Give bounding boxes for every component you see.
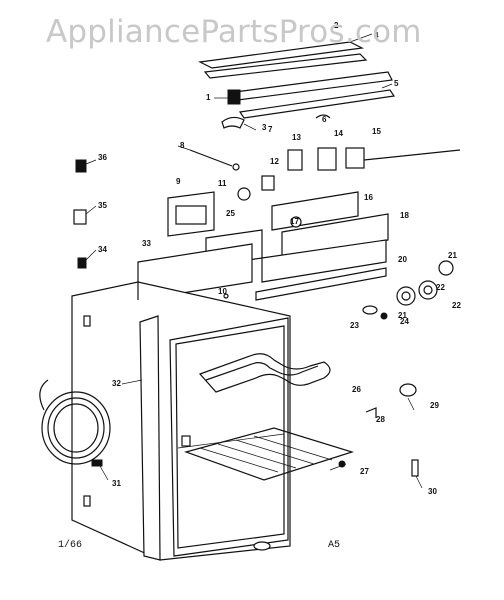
callout-22a: 22 — [452, 301, 461, 310]
callout-26: 26 — [352, 385, 361, 394]
callout-31: 31 — [112, 479, 121, 488]
callout-20: 20 — [398, 255, 407, 264]
callout-6: 6 — [322, 115, 327, 124]
footer-right-code: A5 — [328, 540, 341, 551]
callout-33: 33 — [142, 239, 151, 248]
callout-24: 24 — [400, 317, 409, 326]
callout-21a: 21 — [448, 251, 457, 260]
callout-5: 5 — [394, 79, 399, 88]
callout-13: 13 — [292, 133, 301, 142]
power-cord — [39, 379, 111, 467]
callout-34: 34 — [98, 245, 107, 254]
callout-18: 18 — [400, 211, 409, 220]
callout-32: 32 — [112, 379, 121, 388]
callout-23: 23 — [350, 321, 359, 330]
callout-29: 29 — [430, 401, 439, 410]
callout-14: 14 — [334, 129, 343, 138]
watermark-text: AppliancePartsPros.com — [46, 14, 422, 50]
callout-17: 17 — [290, 217, 299, 226]
callout-15: 15 — [372, 127, 381, 136]
leader-lines — [85, 33, 423, 489]
control-panel — [137, 191, 389, 301]
callout-12: 12 — [270, 157, 279, 166]
callout-16: 16 — [364, 193, 373, 202]
range-body — [71, 281, 291, 561]
callout-3: 3 — [262, 123, 267, 132]
callout-36: 36 — [98, 153, 107, 162]
oven-rack — [184, 427, 355, 481]
callout-labels: 1 2 3 4 5 6 7 8 9 10 11 12 13 14 15 16 1… — [98, 21, 461, 496]
knobs — [362, 260, 454, 477]
callout-1: 1 — [206, 93, 211, 102]
small-hardware — [189, 114, 461, 201]
callout-25: 25 — [226, 209, 235, 218]
callout-28: 28 — [376, 415, 385, 424]
callout-2: 2 — [334, 21, 339, 30]
bake-element — [198, 353, 331, 393]
callout-27: 27 — [360, 467, 369, 476]
top-trim-assembly — [197, 41, 396, 119]
callout-4: 4 — [374, 31, 379, 40]
callout-7: 7 — [268, 125, 273, 134]
callout-10: 10 — [218, 287, 227, 296]
left-hardware — [73, 159, 87, 269]
callout-21b: 21 — [398, 311, 407, 320]
callout-9: 9 — [176, 177, 181, 186]
callout-8: 8 — [180, 141, 185, 150]
callout-30: 30 — [428, 487, 437, 496]
footer-left-code: 1/66 — [58, 540, 83, 551]
callout-11: 11 — [218, 179, 227, 188]
callout-22b: 22 — [436, 283, 445, 292]
callout-35: 35 — [98, 201, 107, 210]
